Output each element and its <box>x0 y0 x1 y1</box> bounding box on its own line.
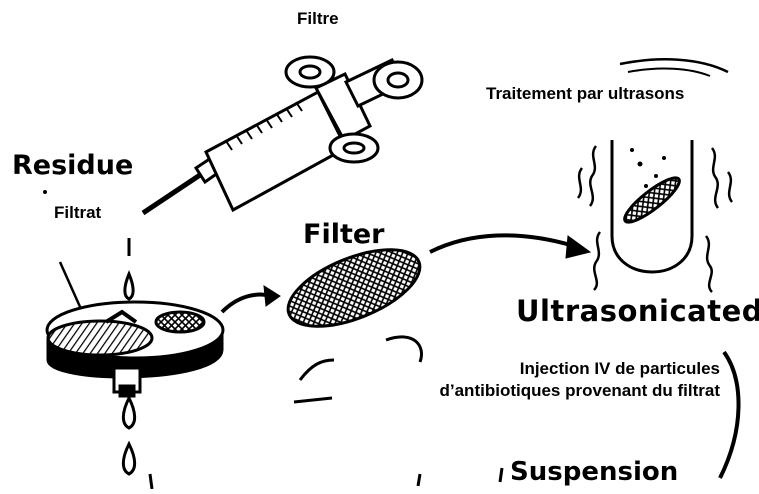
filter-holder-illustration <box>47 302 223 396</box>
syringe-illustration <box>143 57 422 213</box>
label-filtre: Filtre <box>297 9 339 29</box>
arrow-to-filter <box>222 286 280 312</box>
label-filtrat: Filtrat <box>54 203 101 223</box>
label-injection: Injection IV de particules d’antibiotiqu… <box>420 358 720 402</box>
label-suspension: Suspension <box>510 457 678 487</box>
arrow-to-tube <box>430 235 590 258</box>
filter-disc-illustration <box>278 234 430 342</box>
label-filter: Filter <box>303 219 385 250</box>
label-ultrasonicated: Ultrasonicated <box>516 294 759 328</box>
label-traitement: Traitement par ultrasons <box>486 84 684 104</box>
label-residue: Residue <box>12 150 133 181</box>
